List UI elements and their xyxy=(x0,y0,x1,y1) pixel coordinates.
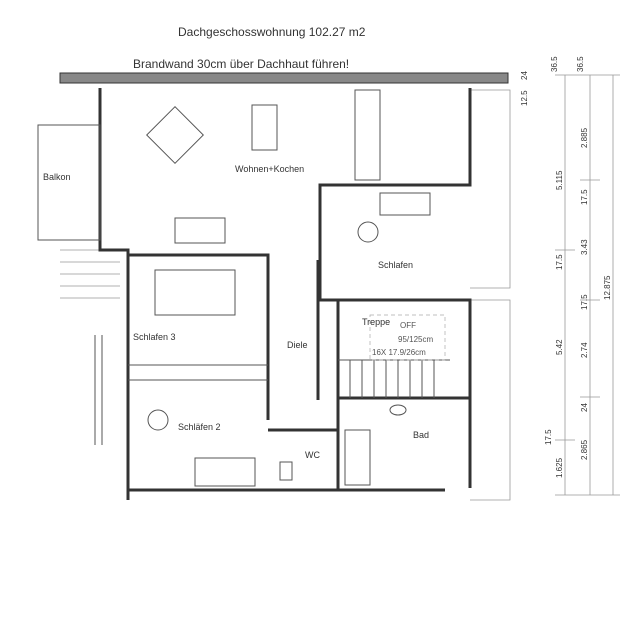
dim-top-a: 36.5 xyxy=(550,56,559,72)
dim-inner-1: 17.5 xyxy=(555,254,564,270)
round-table xyxy=(357,221,379,243)
room-balkon: Balkon xyxy=(43,172,71,182)
walls xyxy=(37,88,472,500)
bed xyxy=(154,269,236,316)
room-schlafen: Schlafen xyxy=(378,260,413,270)
room-bad: Bad xyxy=(413,430,429,440)
dim-total: 12.875 xyxy=(603,275,612,300)
sofa xyxy=(146,106,204,164)
shower xyxy=(344,429,371,486)
round-table-2 xyxy=(147,409,169,431)
room-diele: Diele xyxy=(287,340,308,350)
stair-opening xyxy=(369,314,446,361)
off-label: OFF xyxy=(400,321,416,330)
dim-mid-6: 2.865 xyxy=(580,439,589,460)
room-wohnen: Wohnen+Kochen xyxy=(235,164,304,174)
desk xyxy=(379,192,431,216)
dim-mid-2: 3.43 xyxy=(580,239,589,255)
dining-table xyxy=(251,104,278,151)
firewall xyxy=(59,72,509,84)
dim-mid-4: 2.74 xyxy=(580,342,589,358)
staircase xyxy=(338,359,450,398)
bench xyxy=(174,217,226,244)
room-wc: WC xyxy=(305,450,320,460)
dim-24: 24 xyxy=(520,71,529,80)
roof-hatch xyxy=(60,89,511,501)
toilet xyxy=(279,461,293,481)
dim-12-5: 12.5 xyxy=(520,90,529,106)
dim-inner-4: 1.625 xyxy=(555,457,564,478)
dim-inner-0: 5.115 xyxy=(555,170,564,190)
room-schlafen-2: Schläfen 2 xyxy=(178,422,221,432)
dim-mid-0: 2.885 xyxy=(580,127,589,148)
firewall-note: Brandwand 30cm über Dachhaut führen! xyxy=(133,57,349,71)
balcony-outline xyxy=(37,124,101,241)
dim-mid-5: 24 xyxy=(580,403,589,412)
dim-top-b: 36.5 xyxy=(576,56,585,72)
dim-inner-2: 5.42 xyxy=(555,339,564,355)
stair-spec: 16X 17.9/26cm xyxy=(372,348,426,357)
plan-title: Dachgeschosswohnung 102.27 m2 xyxy=(178,25,366,39)
dim-mid-1: 17.5 xyxy=(580,189,589,205)
kitchen-counter xyxy=(354,89,381,181)
opening-size: 95/125cm xyxy=(398,335,433,344)
room-schlafen-3: Schlafen 3 xyxy=(133,332,176,342)
dim-inner-3: 17.5 xyxy=(544,429,553,445)
dimension-lines xyxy=(555,74,620,496)
room-treppe: Treppe xyxy=(362,317,390,327)
furniture xyxy=(146,89,450,487)
dim-mid-3: 17.5 xyxy=(580,294,589,310)
sink xyxy=(389,404,407,416)
desk-2 xyxy=(194,457,256,487)
